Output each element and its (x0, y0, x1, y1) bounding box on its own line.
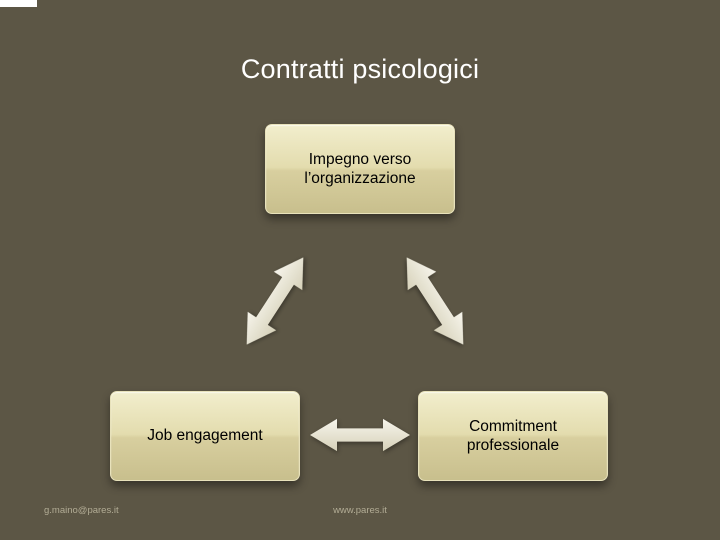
slide-title: Contratti psicologici (240, 54, 480, 84)
node-job-engagement: Job engagement (110, 391, 300, 481)
node-commitment-label: Commitment professionale (466, 417, 560, 454)
double-arrow-impegno-job-icon (246, 257, 304, 345)
double-arrow-impegno-commitment-icon (406, 257, 464, 345)
node-impegno-label: Impegno verso l’organizzazione (304, 150, 416, 187)
footer-email: g.maino@pares.it (44, 505, 119, 516)
page-corner (0, 0, 37, 7)
node-commitment: Commitment professionale (418, 391, 608, 481)
double-arrow-job-commitment-icon (310, 418, 410, 452)
node-job-engagement-label: Job engagement (147, 427, 263, 445)
node-impegno: Impegno verso l’organizzazione (265, 124, 455, 214)
footer-website: www.pares.it (333, 505, 387, 516)
